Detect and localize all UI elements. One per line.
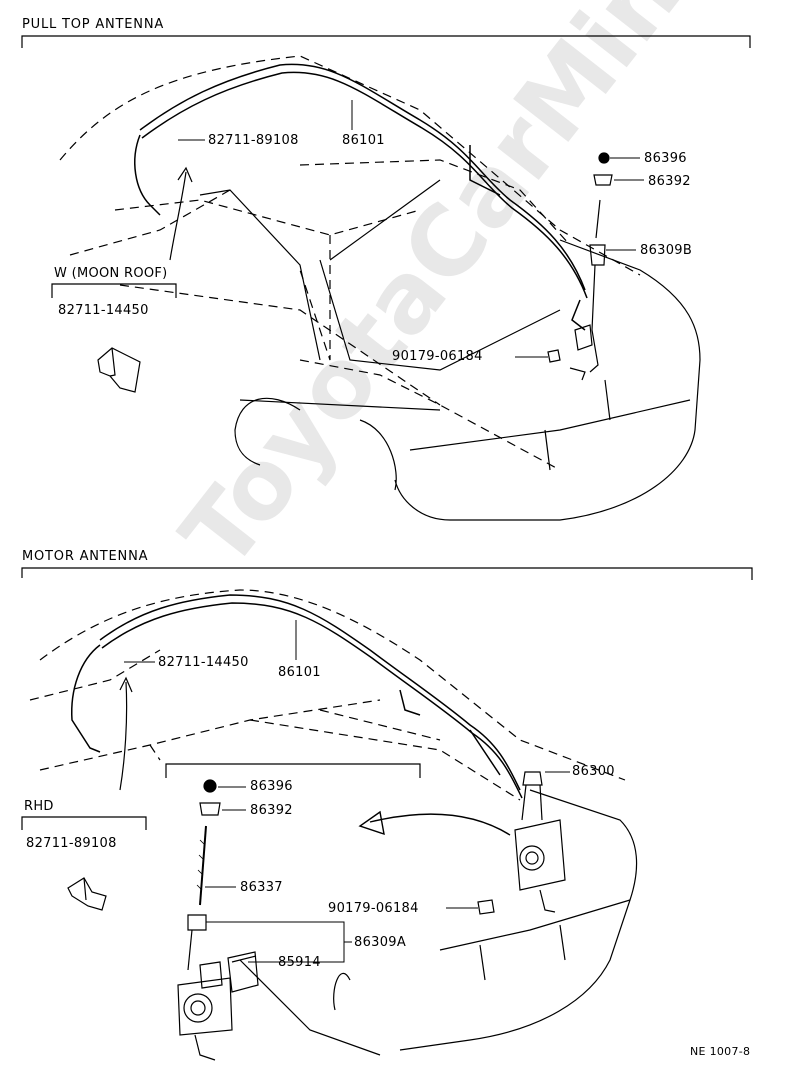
- clip-part-bottom: [67, 877, 107, 911]
- part-label-nut-bottom: 86396: [250, 779, 293, 794]
- part-label-antenna-top: 86309B: [640, 243, 693, 258]
- part-label-bezel-bottom: 86392: [250, 803, 293, 818]
- section-title-motor: MOTOR ANTENNA: [22, 549, 149, 564]
- clip-part-top: [97, 347, 141, 393]
- part-label-relay: 85914: [278, 955, 321, 970]
- variant-label-moon-roof: W (MOON ROOF): [54, 266, 168, 281]
- leader-lines-top: [178, 100, 644, 358]
- variant-label-rhd: RHD: [24, 799, 54, 814]
- part-label-cable-bottom: 86101: [278, 665, 321, 680]
- leader-lines-bottom: [124, 620, 570, 963]
- part-label-assembly: 86309A: [354, 935, 407, 950]
- variant-arrow-bottom: [119, 676, 133, 791]
- part-label-mast: 86337: [240, 880, 283, 895]
- section-title-pull-top: PULL TOP ANTENNA: [22, 17, 165, 32]
- assembly-bracket: [165, 763, 421, 778]
- motor-antenna-exploded: [177, 779, 259, 1061]
- section-bracket-bottom: [21, 567, 753, 580]
- part-label-bolt-bottom: 90179-06184: [328, 901, 419, 916]
- part-label-bolt-top: 90179-06184: [392, 349, 483, 364]
- variant-part-top: 82711-14450: [58, 303, 149, 318]
- variant-part-bottom: 82711-89108: [26, 836, 117, 851]
- antenna-cable-top: [134, 63, 588, 331]
- part-label-nut-top: 86396: [644, 151, 687, 166]
- car-outline-top: [59, 55, 701, 521]
- antenna-cable-bottom: [71, 594, 523, 799]
- variant-bracket-top: [51, 283, 177, 298]
- part-label-cable-clip-bottom: 82711-14450: [158, 655, 249, 670]
- diagram-code: NE 1007-8: [690, 1045, 751, 1058]
- car-outline-bottom: [29, 589, 638, 1056]
- part-label-cable-top: 86101: [342, 133, 385, 148]
- direction-arrow: [358, 810, 511, 836]
- section-bracket-top: [21, 35, 751, 48]
- part-label-bezel-top: 86392: [648, 174, 691, 189]
- motor-antenna-incar: [477, 771, 566, 915]
- part-label-cable-clip-top: 82711-89108: [208, 133, 299, 148]
- variant-arrow-top: [169, 166, 193, 261]
- pull-antenna-top: [547, 152, 613, 381]
- part-label-motor-antenna: 86300: [572, 764, 615, 779]
- variant-bracket-bottom: [21, 816, 147, 830]
